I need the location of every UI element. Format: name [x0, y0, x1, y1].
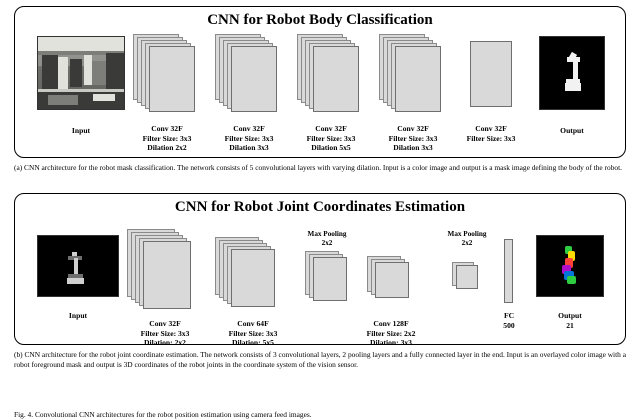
panel-cnn-body-classification: CNN for Robot Body Classification Input [14, 6, 626, 158]
panel-a-conv2-block [215, 34, 283, 116]
panel-a-stage: Input Conv 32F Filter Size: 3x3 Dilation… [15, 7, 625, 157]
joint-scene [537, 236, 603, 296]
panel-b-stage: Input Conv 32F Filter Size: 3x3 Dilation… [15, 194, 625, 347]
mask-scene [540, 37, 604, 109]
output-joint-image [536, 235, 604, 297]
panel-a-conv5-block [470, 41, 512, 107]
lab-scene [38, 37, 124, 109]
panel-a-label-input: Input [71, 126, 91, 135]
input-image-overlay [37, 235, 119, 297]
panel-b-label-fc: FC 500 [503, 311, 515, 330]
panel-b-label-pool1: Max Pooling 2x2 [307, 230, 347, 248]
panel-a-label-conv2: Conv 32F Filter Size: 3x3 Dilation 3x3 [224, 124, 274, 153]
panel-b-label-pool2: Max Pooling 2x2 [447, 230, 487, 248]
panel-b-title: CNN for Robot Joint Coordinates Estimati… [174, 199, 466, 215]
panel-b-label-input: Input [68, 311, 88, 320]
panel-a-label-conv3: Conv 32F Filter Size: 3x3 Dilation 5x5 [306, 124, 356, 153]
panel-a-label-conv4: Conv 32F Filter Size: 3x3 Dilation 3x3 [388, 124, 438, 153]
panel-cnn-joint-estimation: CNN for Robot Joint Coordinates Estimati… [14, 193, 626, 347]
panel-a-conv1-block [133, 34, 201, 116]
panel-b-label-conv1: Conv 32F Filter Size: 3x3 Dilation: 2x2 [140, 319, 190, 348]
panel-b-label-conv2: Conv 64F Filter Size: 3x3 Dilation: 5x5 [228, 319, 278, 348]
panel-b-conv3-block [367, 256, 419, 308]
input-image-lab-photo [37, 36, 125, 110]
panel-b-label-output: Output 21 [558, 311, 582, 330]
caption-b: (b) CNN architecture for the robot joint… [14, 350, 626, 370]
output-mask-image [539, 36, 605, 110]
panel-a-conv3-block [297, 34, 365, 116]
panel-b-label-conv3: Conv 128F Filter Size: 2x2 Dilation: 3x3 [366, 319, 416, 348]
panel-b-pool1-block [305, 251, 355, 307]
panel-a-label-output: Output [560, 126, 584, 135]
panel-b-pool2-block [452, 262, 486, 302]
panel-a-title: CNN for Robot Body Classification [207, 12, 433, 28]
overlay-scene [38, 236, 118, 296]
panel-a-label-conv5: Conv 32F Filter Size: 3x3 [466, 124, 516, 143]
panel-a-label-conv1: Conv 32F Filter Size: 3x3 Dilation 2x2 [142, 124, 192, 153]
panel-b-fc-block [504, 239, 513, 303]
figure-caption: Fig. 4. Convolutional CNN architectures … [14, 410, 312, 419]
panel-b-conv1-block [127, 229, 201, 315]
caption-a: (a) CNN architecture for the robot mask … [14, 163, 623, 172]
panel-b-conv2-block [215, 237, 285, 315]
panel-a-conv4-block [379, 34, 447, 116]
